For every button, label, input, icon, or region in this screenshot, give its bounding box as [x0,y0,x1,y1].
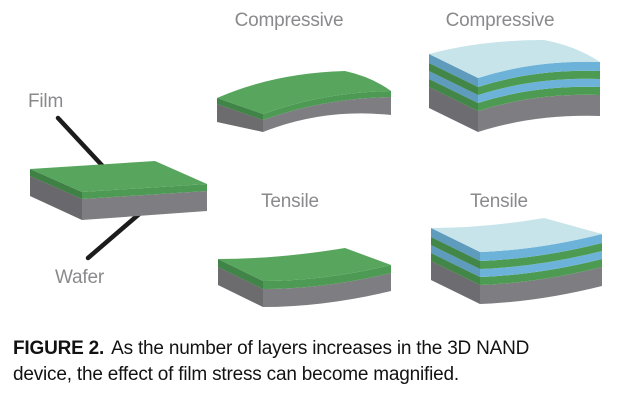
tensile-multi-illustration [431,218,602,304]
layer-band-blue-1 [431,228,602,261]
film-front-face [82,184,207,199]
compressive-single-illustration [217,71,391,132]
layer-band-blue-2 [431,245,602,277]
caption-tag: FIGURE 2. [13,338,105,359]
left-shade [218,259,263,307]
wafer-band [431,261,602,304]
film-label: Film [28,91,64,112]
slab-top-face [218,248,391,281]
layer-band-green-1 [429,63,600,95]
caption-text: As the number of layers increases in the… [13,338,530,385]
tensile-multi-label: Tensile [470,191,528,212]
compressive-multi-label: Compressive [445,10,555,31]
layer-band-green-1 [431,237,602,269]
figure-caption: FIGURE 2.As the number of layers increas… [13,336,591,388]
left-shade [217,98,263,132]
film-band [217,91,391,120]
compressive-multi-illustration [429,40,600,132]
film-band [218,259,391,289]
left-shade [431,228,480,304]
tensile-single-illustration [218,248,391,307]
layer-band-blue-2 [429,71,600,103]
tensile-single-label: Tensile [261,191,319,212]
layer-band-green-2 [431,253,602,285]
wafer-left-face [30,176,82,220]
film-left-face [30,169,82,199]
wafer-label: Wafer [55,267,104,288]
flat-wafer-illustration [30,161,207,220]
wafer-band [429,87,600,132]
layer-band-green-2 [429,79,600,111]
slab-top-face [217,71,391,114]
wafer-front-face [82,191,207,220]
layer-band-blue-1 [429,54,600,87]
slab-top-face [429,40,600,78]
wafer-band [218,267,391,307]
film-top-face [30,161,207,192]
left-shade [429,54,478,132]
compressive-single-label: Compressive [234,10,344,31]
slab-top-face [431,218,602,252]
wafer-band [217,97,391,132]
left-shade [30,169,82,220]
